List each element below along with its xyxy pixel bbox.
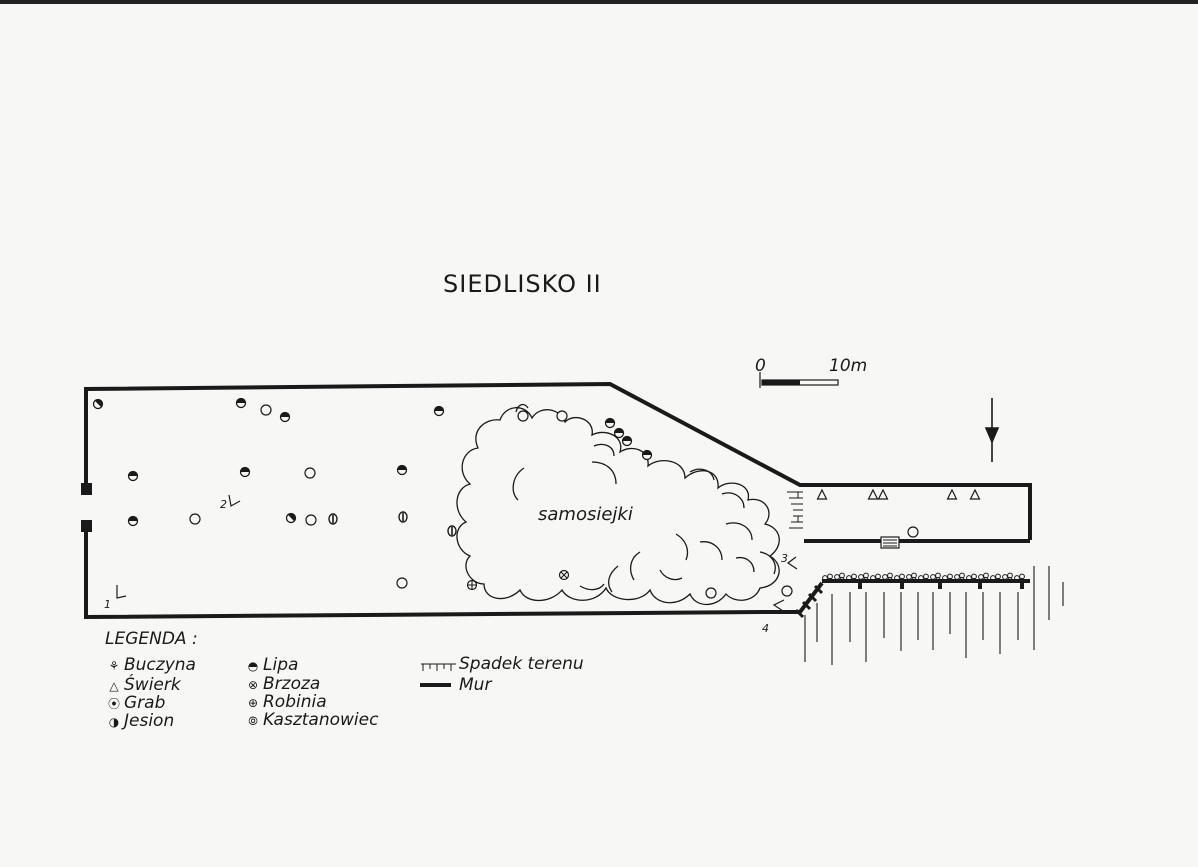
grab-icon: ⦿	[107, 697, 120, 711]
legend-item-kasztanowiec: ⦾Kasztanowiec	[246, 711, 378, 730]
gate-hatch	[883, 539, 897, 547]
wall-stubs	[858, 583, 1024, 589]
legend-item-jesion: ◑Jesion	[108, 711, 175, 731]
slope-icon	[421, 663, 456, 671]
birch-tree	[558, 569, 570, 581]
spruce-trees	[816, 489, 981, 500]
viewpoint-label-2: 2	[220, 498, 227, 511]
legend-item-lipa: ◓Lipa	[247, 655, 299, 675]
slope-ticks-upper	[787, 491, 803, 529]
legend-item-buczyna: ⚘Buczyna	[108, 655, 196, 675]
swierk-icon: △	[109, 679, 119, 693]
plan-title: SIEDLISKO II	[443, 270, 602, 298]
wall-teeth	[794, 584, 824, 619]
viewpoint-label-1: 1	[104, 598, 111, 611]
legend-item-slope: Spadek terenu	[459, 654, 584, 674]
buczyna-icon: ⚘	[108, 659, 120, 673]
scale-bar	[759, 372, 839, 388]
legend-item-grab: ⦿Grab	[107, 693, 166, 713]
robinia-icon: ⊕	[247, 696, 259, 710]
self-seeded-area	[456, 403, 780, 606]
legend-item-wall: Mur	[459, 675, 492, 695]
robinia-tree	[466, 579, 478, 591]
scale-max-label: 10m	[829, 356, 868, 376]
self-seeded-label: samosiejki	[538, 504, 633, 525]
jesion-icon: ◑	[108, 715, 120, 729]
gate-posts	[81, 483, 92, 532]
legend-item-robinia: ⊕Robinia	[247, 692, 327, 712]
legend-item-swierk: △Świerk	[107, 676, 180, 695]
viewpoint-label-4: 4	[762, 622, 769, 635]
brzoza-icon: ⊗	[247, 678, 259, 692]
scale-zero-label: 0	[755, 356, 766, 376]
wall-outline	[84, 381, 1032, 620]
legend-title: LEGENDA :	[105, 629, 198, 649]
viewpoint-label-3: 3	[781, 552, 788, 565]
ash-trees	[92, 398, 297, 524]
legend-item-brzoza: ⊗Brzoza	[247, 674, 321, 694]
viewpoint-markers	[116, 494, 798, 612]
sheet-top-edge	[0, 0, 1198, 4]
hornbeam-trees	[328, 511, 457, 537]
kasztanowiec-icon: ⦾	[248, 714, 258, 728]
unmarked-trees	[189, 404, 919, 599]
lipa-icon: ◓	[247, 659, 259, 673]
direction-arrow	[984, 398, 1000, 462]
slope-hatching-lower	[804, 566, 1064, 665]
